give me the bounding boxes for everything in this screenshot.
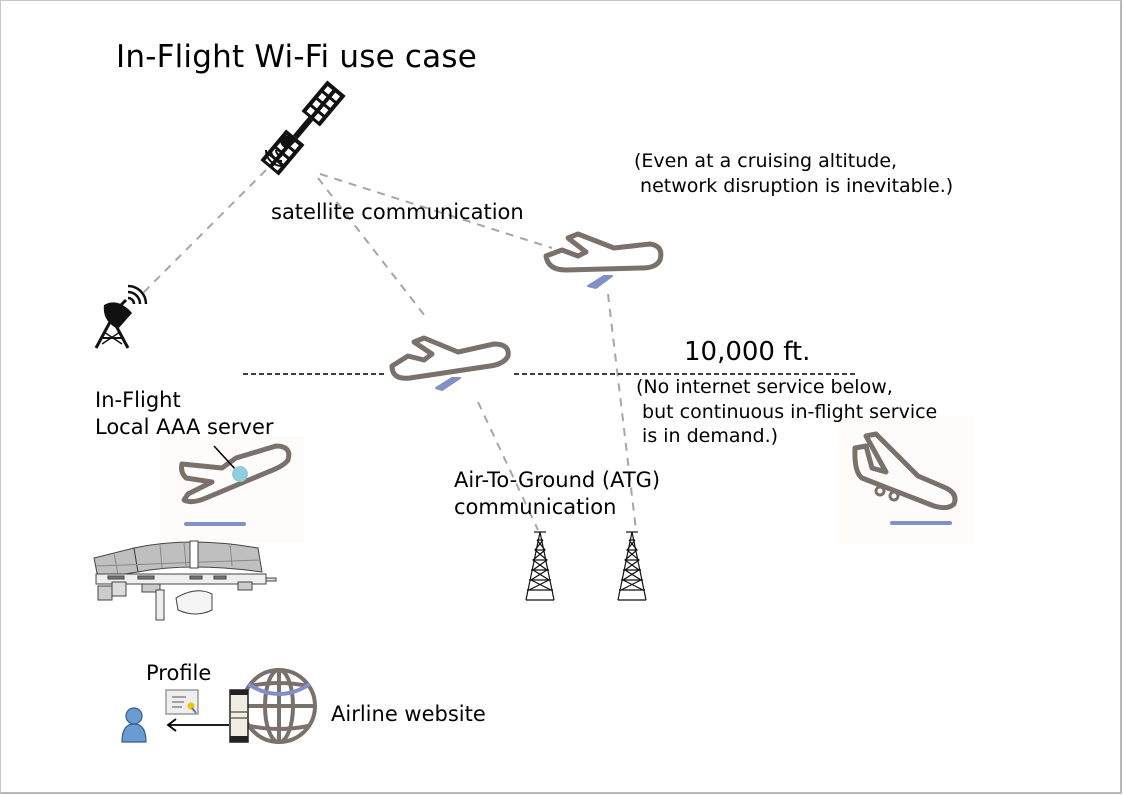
- cell-tower-icon-2: [617, 531, 647, 601]
- airplane-landing-icon: [852, 431, 958, 511]
- airplane-shadow-cruising: [587, 275, 613, 289]
- atg-communication-label: Air-To-Ground (ATG) communication: [454, 468, 661, 519]
- user-icon: [121, 707, 147, 743]
- cruising-altitude-note: (Even at a cruising altitude, network di…: [634, 150, 954, 197]
- server-icon: [229, 689, 249, 743]
- link-cruising-plane-tower2: [607, 293, 637, 531]
- satellite-signal-icon: [265, 149, 283, 167]
- link-satellite-cruising-plane: [319, 173, 553, 249]
- airplane-shadow-ascending: [435, 377, 461, 391]
- satellite-dish-small: [279, 135, 296, 154]
- certificate-icon: [165, 689, 199, 715]
- profile-arrow: [166, 718, 229, 732]
- airplane-icon-ascending: [389, 335, 511, 381]
- satellite-icon: [260, 80, 346, 176]
- diagram-title: In-Flight Wi-Fi use case: [116, 39, 477, 75]
- aaa-pointer-line: [213, 445, 237, 471]
- link-satellite-ascending-plane: [317, 177, 426, 317]
- airplane-icon-cruising: [543, 231, 664, 273]
- globe-icon: [241, 668, 317, 744]
- below-altitude-note: (No internet service below, but continuo…: [636, 376, 938, 447]
- link-satellite-ground: [139, 169, 267, 297]
- cell-tower-icon-1: [525, 531, 555, 601]
- satellite-communication-label: satellite communication: [271, 200, 524, 224]
- link-lines: [139, 169, 637, 531]
- altitude-label: 10,000 ft.: [684, 337, 811, 367]
- aaa-server-label: In-Flight Local AAA server: [95, 388, 274, 439]
- airport-terminal-icon: [93, 540, 277, 621]
- aaa-server-dot: [232, 466, 248, 482]
- profile-label: Profile: [146, 661, 212, 685]
- airplane-takeoff-icon: [179, 443, 292, 505]
- airline-website-label: Airline website: [331, 702, 486, 726]
- globe-accent-arc: [246, 682, 312, 696]
- satellite-dish-icon: [94, 284, 148, 349]
